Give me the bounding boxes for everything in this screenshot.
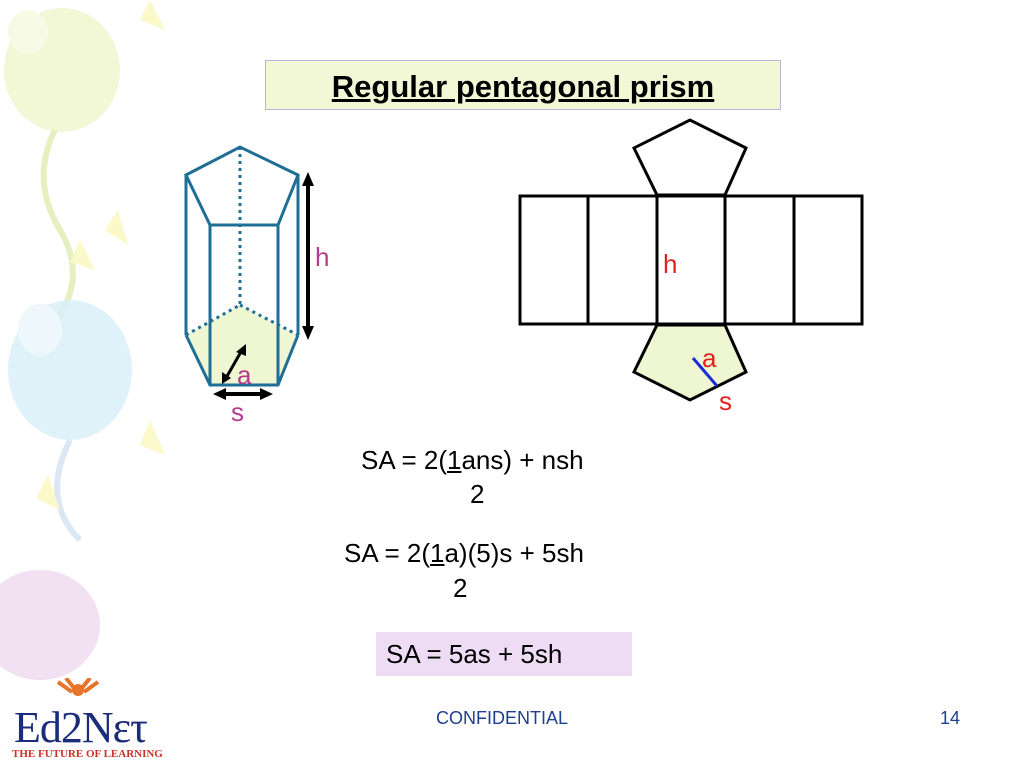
prism-base-face	[186, 305, 298, 385]
prism-side-label: s	[231, 397, 244, 427]
final-formula-box: SA = 5as + 5sh	[376, 632, 632, 676]
slide-title: Regular pentagonal prism	[331, 69, 715, 104]
formula-substituted-suffix: a)(5)s + 5sh	[444, 538, 584, 568]
net-apothem-segment	[691, 357, 719, 387]
formula-general-suffix: ans) + nsh	[461, 445, 584, 475]
net-lateral-faces	[518, 194, 864, 326]
formula-general: SA = 2(1ans) + nsh	[361, 447, 584, 473]
net-side-label: s	[719, 386, 732, 416]
formula-substituted-denominator: 2	[453, 573, 468, 603]
formula-general-denominator: 2	[470, 479, 485, 509]
final-formula: SA = 5as + 5sh	[386, 639, 563, 669]
logo-tagline: THE FUTURE OF LEARNING	[12, 748, 163, 760]
footer-confidential: CONFIDENTIAL	[436, 708, 569, 728]
apothem-arrow	[224, 349, 244, 379]
prism-top-face	[184, 145, 300, 227]
formula-substituted: SA = 2(1a)(5)s + 5sh	[344, 540, 584, 566]
net-bottom-pentagon	[631, 323, 748, 402]
net-height-label: h	[663, 249, 678, 279]
prism-apothem-label: a	[237, 360, 252, 390]
formula-substituted-prefix: SA = 2(	[344, 538, 430, 568]
formula-substituted-numerator: 1	[430, 538, 445, 568]
net-apothem-label: a	[702, 343, 717, 373]
prism-height-label: h	[315, 242, 330, 272]
formula-general-numerator: 1	[447, 445, 462, 475]
logo-name: Ed2Nετ	[14, 703, 148, 752]
formula-general-prefix: SA = 2(	[361, 445, 447, 475]
logo-figure-icon	[56, 678, 100, 696]
net-top-pentagon	[631, 118, 748, 197]
ed2net-logo: Ed2Nετ THE FUTURE OF LEARNING	[10, 678, 170, 763]
footer-page-number: 14	[940, 708, 961, 728]
title-box: Regular pentagonal prism	[265, 60, 781, 110]
